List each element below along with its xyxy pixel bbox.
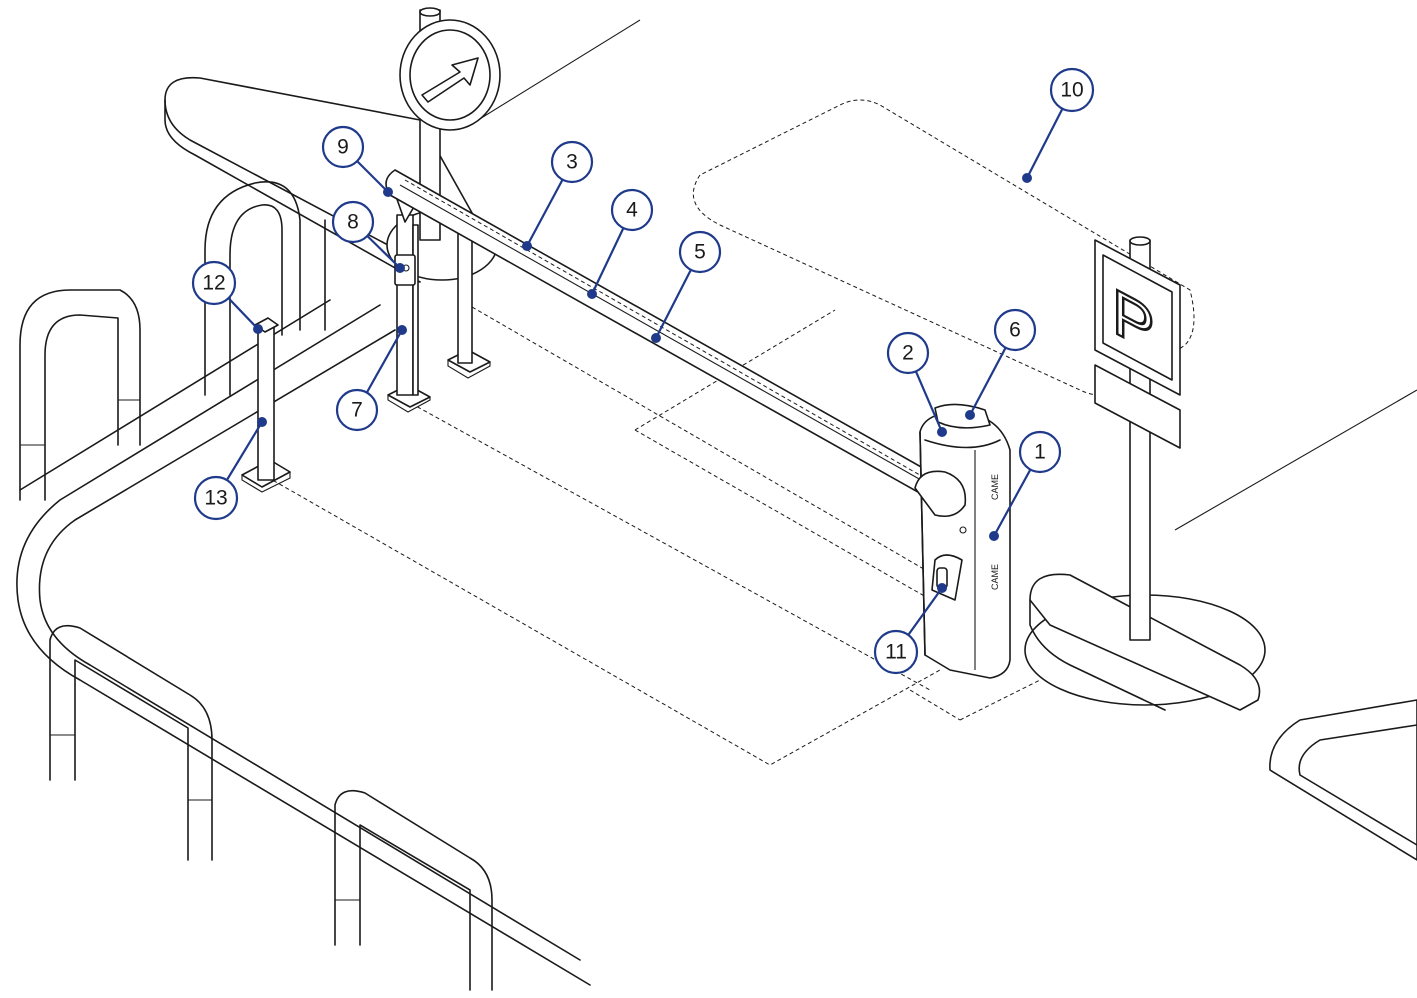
callout-6: 6 — [965, 308, 1037, 420]
callout-label-13: 13 — [204, 487, 227, 510]
hoop-railing-front-center — [334, 789, 493, 991]
callout-4: 4 — [587, 188, 654, 299]
callout-label-9: 9 — [337, 136, 349, 159]
hoop-railing-back-left — [204, 181, 326, 396]
photocell-column — [241, 317, 291, 488]
callout-5: 5 — [651, 230, 722, 343]
callout-label-4: 4 — [626, 199, 638, 222]
callout-label-5: 5 — [694, 241, 706, 264]
hoop-railing-left — [19, 289, 141, 501]
callout-7: 7 — [335, 325, 407, 432]
callout-1: 1 — [989, 430, 1062, 541]
hoop-railing-front-left — [49, 624, 213, 861]
callout-10: 10 — [1022, 67, 1095, 183]
callout-9: 9 — [321, 125, 393, 197]
barrier-cabinet: CAME CAME — [914, 403, 1011, 679]
callout-11: 11 — [873, 583, 947, 675]
callout-label-3: 3 — [566, 151, 578, 174]
ground-feet — [241, 360, 491, 493]
callout-label-2: 2 — [902, 342, 914, 365]
callouts: 1 2 3 4 5 6 — [191, 67, 1095, 675]
callout-2: 2 — [886, 331, 947, 437]
direction-sign — [399, 7, 501, 241]
ground-lines — [469, 19, 1417, 531]
callout-3: 3 — [522, 140, 594, 251]
callout-label-8: 8 — [347, 211, 359, 234]
callout-13: 13 — [193, 417, 267, 521]
parking-sign: P — [1024, 236, 1266, 711]
curb-island-left — [16, 299, 591, 986]
curb-island-right — [1269, 699, 1417, 861]
arrow-right-icon — [421, 57, 479, 103]
brand-label-upper: CAME — [990, 474, 1000, 500]
brand-label-lower: CAME — [990, 564, 1000, 590]
callout-label-11: 11 — [885, 641, 907, 664]
callout-12: 12 — [191, 260, 263, 334]
callout-label-6: 6 — [1009, 319, 1021, 342]
callout-label-12: 12 — [202, 272, 225, 295]
callout-label-7: 7 — [351, 399, 363, 422]
callout-label-10: 10 — [1060, 79, 1083, 102]
callout-label-1: 1 — [1034, 441, 1046, 464]
callout-8: 8 — [331, 200, 405, 273]
